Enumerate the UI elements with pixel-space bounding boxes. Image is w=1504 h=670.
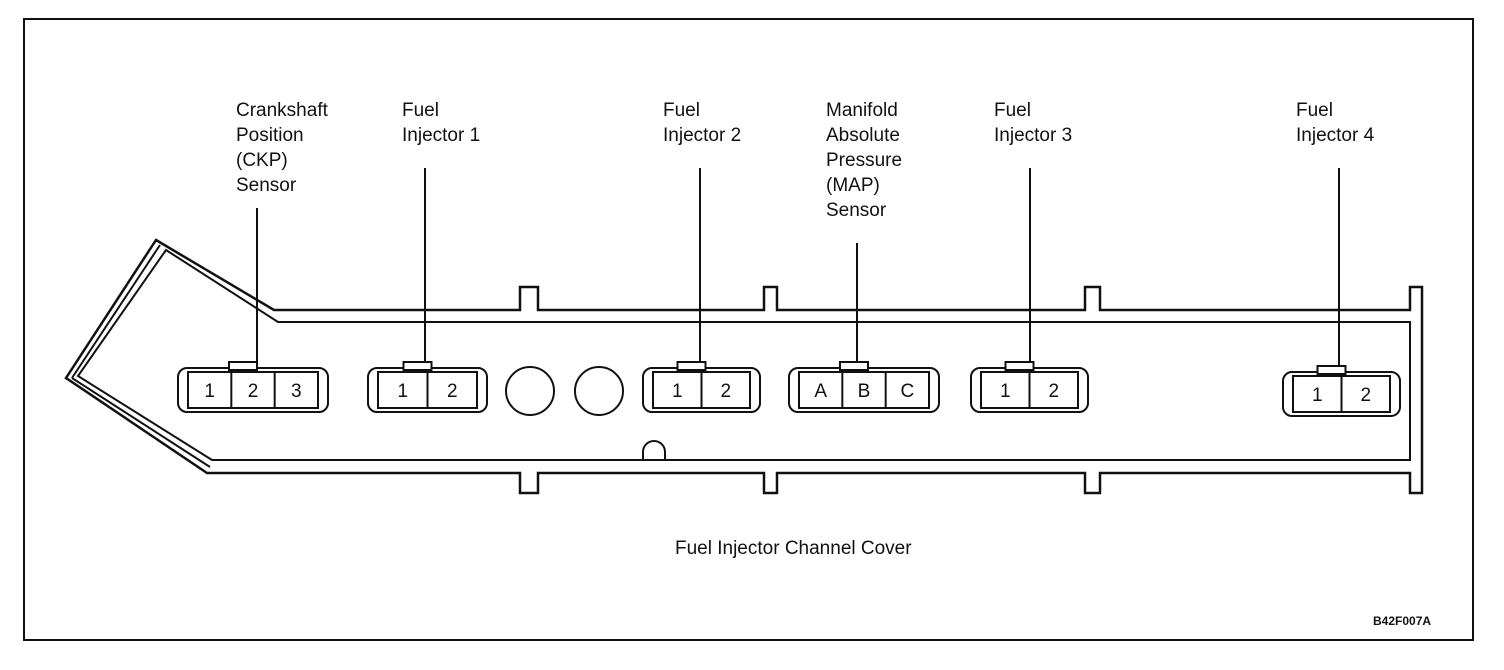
pin-label: 2 <box>248 381 259 402</box>
figure-code: B42F007A <box>1373 614 1432 628</box>
connector-pin-area <box>187 371 319 409</box>
connector-ckp: 1 2 3 <box>177 208 329 413</box>
channel-hole <box>574 366 624 416</box>
connector-latch <box>676 361 707 371</box>
connector-latch <box>1004 361 1035 371</box>
connector-latch <box>228 361 258 371</box>
connector-map: A B C <box>788 243 940 413</box>
label-ckp-sensor: Crankshaft Position (CKP) Sensor <box>236 100 328 196</box>
connector-latch <box>1316 365 1347 375</box>
channel-hole <box>505 366 555 416</box>
diagram-caption: Fuel Injector Channel Cover <box>675 538 912 559</box>
lower-edge-bump <box>642 440 666 460</box>
pin-label: 2 <box>447 381 458 402</box>
angled-end-edge <box>71 244 161 379</box>
connector-latch <box>839 361 869 371</box>
pin-label: B <box>858 381 871 402</box>
pin-label: 2 <box>1360 385 1371 406</box>
diagram-frame <box>23 18 1474 641</box>
channel-cover-inner-outline <box>76 248 1411 461</box>
pin-label: 2 <box>720 381 731 402</box>
angled-end-edge <box>71 377 211 468</box>
pin-label: 1 <box>672 381 683 402</box>
pin-label: 2 <box>1048 381 1059 402</box>
label-map-sensor: Manifold Absolute Pressure (MAP) Sensor <box>826 100 903 221</box>
label-fuel-injector-2: Fuel Injector 2 <box>663 100 742 146</box>
pin-label: 3 <box>291 381 302 402</box>
pin-label: 1 <box>1000 381 1011 402</box>
label-fuel-injector-1: Fuel Injector 1 <box>402 100 481 146</box>
pin-label: 1 <box>204 381 215 402</box>
connector-latch <box>402 361 433 371</box>
pin-label: 1 <box>1312 385 1323 406</box>
pin-label: C <box>900 381 914 402</box>
label-fuel-injector-4: Fuel Injector 4 <box>1296 100 1375 146</box>
label-fuel-injector-3: Fuel Injector 3 <box>994 100 1073 146</box>
pin-label: 1 <box>397 381 408 402</box>
channel-cover-outline <box>64 238 1424 495</box>
pin-label: A <box>814 381 827 402</box>
connector-pin-area <box>798 371 930 409</box>
